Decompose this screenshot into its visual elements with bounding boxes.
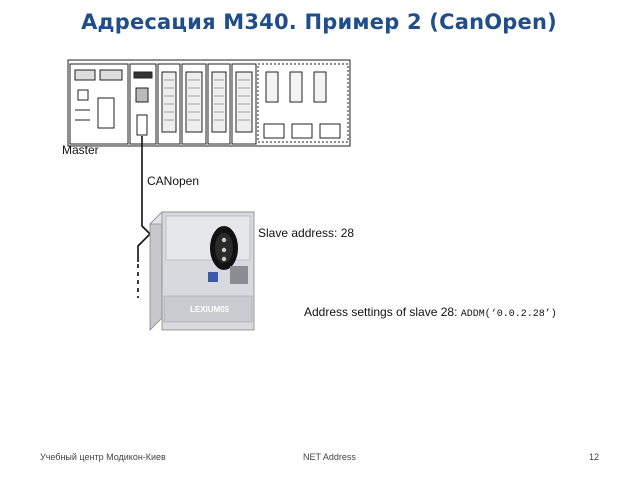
device-label: LEXIUM05 [190, 305, 230, 314]
footer-left: Учебный центр Модикон-Киев [40, 452, 166, 462]
page-number: 12 [589, 452, 600, 462]
footer-center: NET Address [303, 452, 356, 462]
address-settings-prefix: Address settings of slave 28: [304, 305, 461, 319]
slide-title: Адресация M340. Пример 2 (CanOpen) [81, 10, 557, 34]
canopen-label: CANopen [147, 174, 200, 188]
canopen-cable [137, 136, 152, 262]
slave-address-label: Slave address: 28 [258, 226, 355, 240]
address-settings-code: ADDM(‘0.0.2.28’) [460, 309, 557, 320]
plc-rack [67, 59, 351, 147]
address-settings-line: Address settings of slave 28: ADDM(‘0.0.… [304, 305, 557, 320]
master-label: Master [62, 143, 99, 157]
lexium-drive: LEXIUM05 [149, 211, 255, 331]
